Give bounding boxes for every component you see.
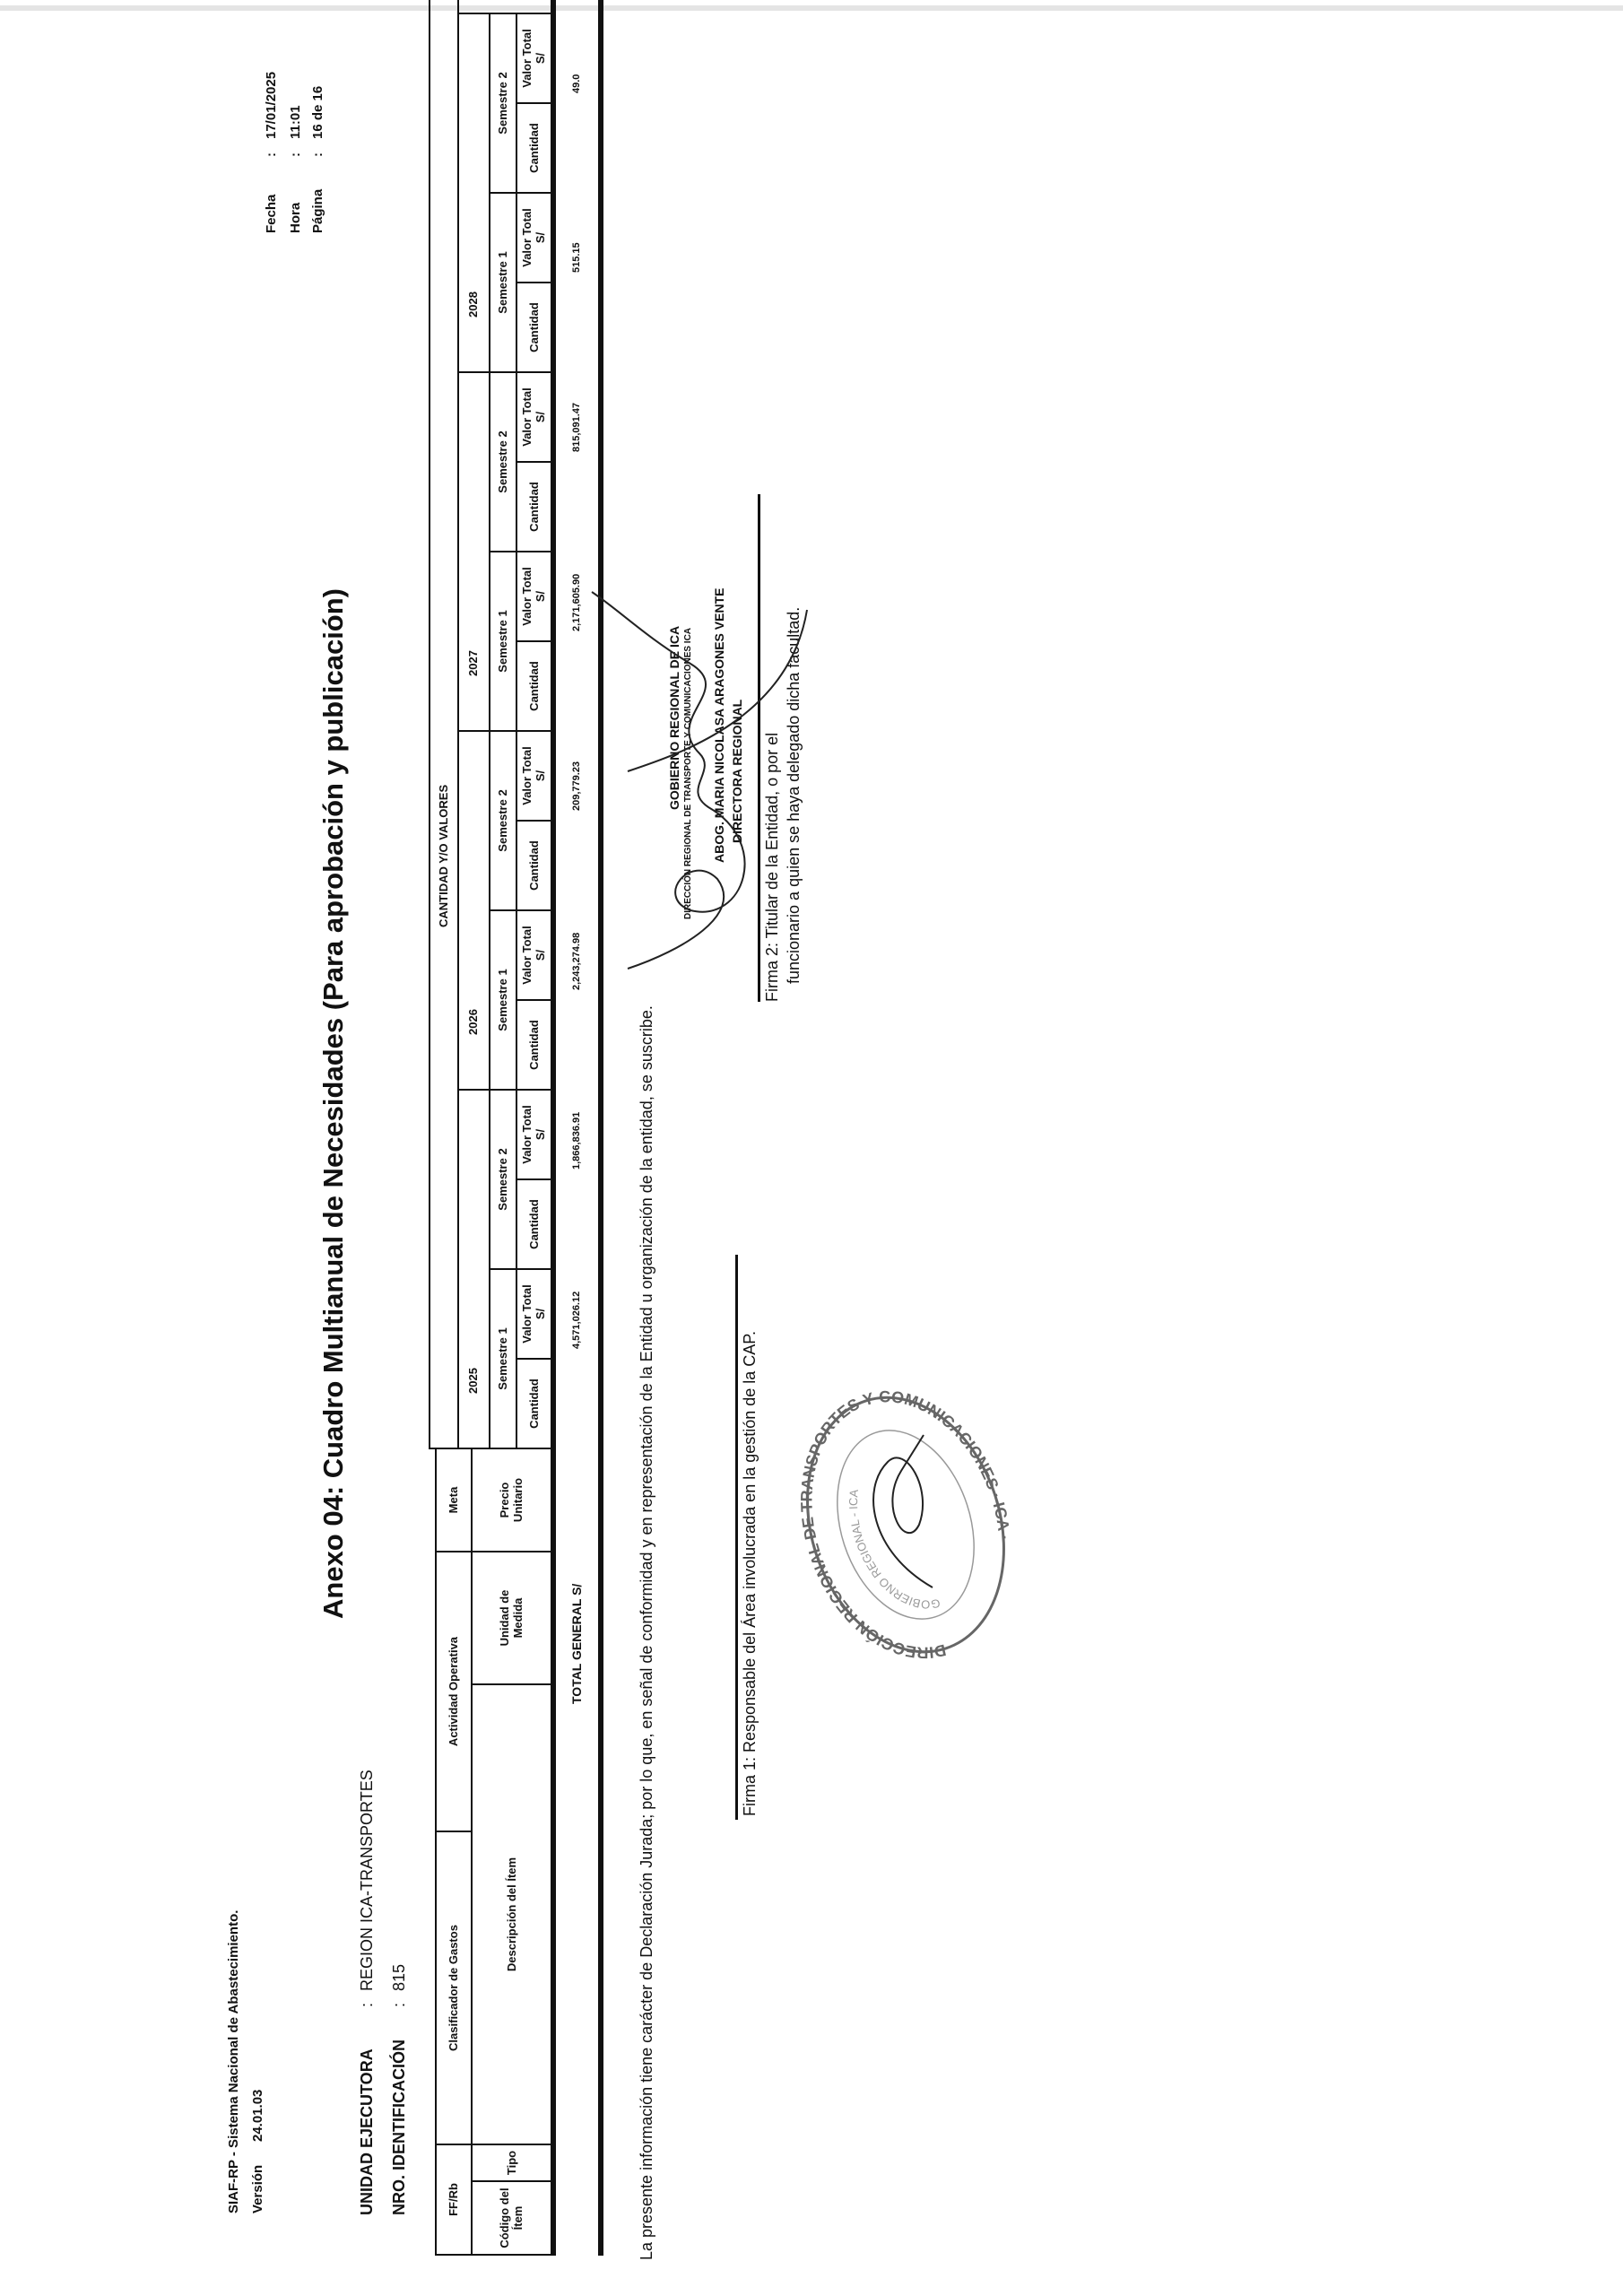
total-value-2027-s2: 815,091.47 <box>571 402 582 452</box>
total-value-2028-s1: 515.15 <box>571 242 582 273</box>
total-value-2026-s1: 2,243,274.98 <box>571 932 582 990</box>
seal-outer-text: DIRECCIÓN REGIONAL DE TRANSPORTES Y COMU… <box>763 1360 1047 1691</box>
signature-firma1 <box>872 1434 933 1588</box>
total-value-2025-s2: 1,866,836.91 <box>571 1111 582 1170</box>
total-value-2026-s2: 209,779.23 <box>571 761 582 811</box>
total-value-2025-s1: 4,571,026.12 <box>571 1291 582 1349</box>
signature-firma2 <box>591 591 808 970</box>
official-seal: DIRECCIÓN REGIONAL DE TRANSPORTES Y COMU… <box>763 1360 1047 1691</box>
total-value-2028-s2: 49.0 <box>571 74 582 93</box>
svg-text:DIRECCIÓN REGIONAL DE TRANSPOR: DIRECCIÓN REGIONAL DE TRANSPORTES Y COMU… <box>763 1360 1047 1691</box>
total-value-2027-s1: 2,171,605.90 <box>571 573 582 631</box>
